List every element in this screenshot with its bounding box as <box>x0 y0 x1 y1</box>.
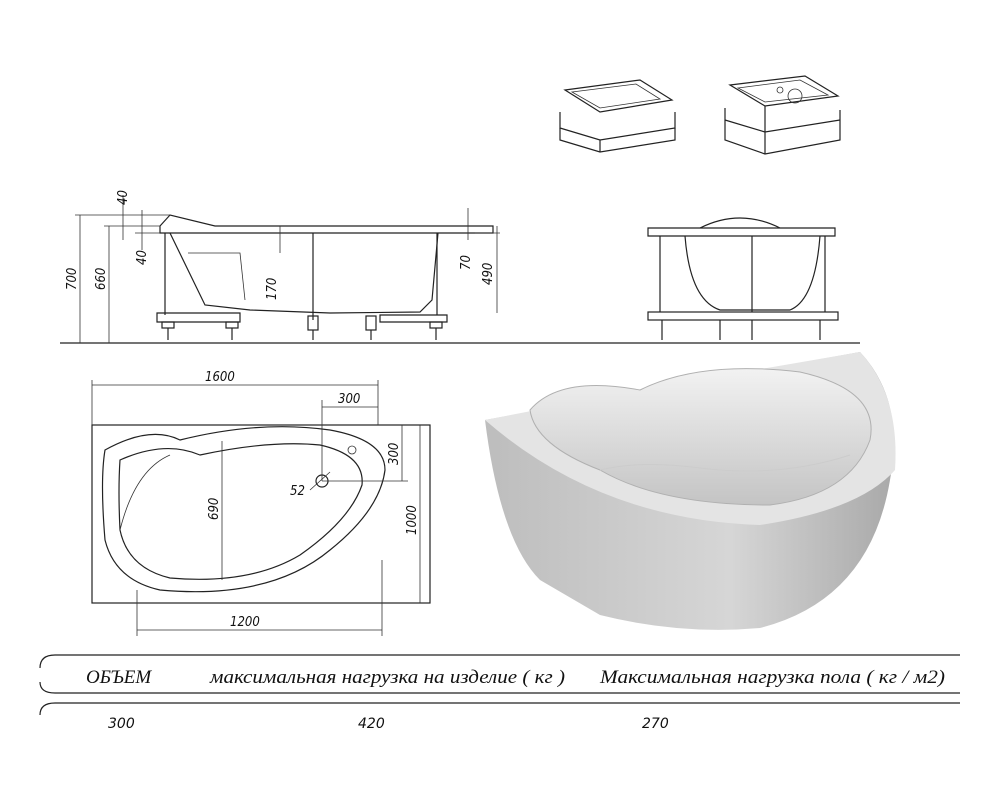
side-view: 40 40 700 660 170 70 490 <box>60 190 860 344</box>
front-view <box>647 217 839 340</box>
dim-1200: 1200 <box>230 615 260 630</box>
bathtub-3d-render <box>485 352 896 630</box>
dim-660: 660 <box>94 268 109 290</box>
dim-300-h: 300 <box>338 392 360 407</box>
specs-table: ОБЪЕМ максимальная нагрузка на изделие (… <box>39 654 960 732</box>
iso-icon-tub-hydromassage <box>724 75 841 155</box>
value-volume: 300 <box>108 716 135 732</box>
dim-300-v: 300 <box>387 443 402 465</box>
dim-40-top: 40 <box>116 190 131 205</box>
dim-52: 52 <box>290 484 305 499</box>
value-max-floor-load: 270 <box>642 716 669 732</box>
dim-1600: 1600 <box>205 370 235 385</box>
dim-1000: 1000 <box>405 505 420 535</box>
dim-490: 490 <box>481 263 496 285</box>
plan-view: 1600 300 300 52 690 1000 1200 <box>91 370 431 636</box>
iso-icon-tub-panel <box>559 79 676 153</box>
value-max-load-product: 420 <box>358 716 385 732</box>
dim-70: 70 <box>459 255 474 270</box>
header-max-load-product: максимальная нагрузка на изделие ( кг ) <box>209 667 565 688</box>
header-volume: ОБЪЕМ <box>86 667 152 688</box>
dim-700: 700 <box>65 268 80 290</box>
dim-40-rim: 40 <box>135 250 150 265</box>
dim-690: 690 <box>207 498 222 520</box>
header-max-floor-load: Максимальная нагрузка пола ( кг / м2) <box>599 667 945 688</box>
dim-170: 170 <box>265 278 280 300</box>
